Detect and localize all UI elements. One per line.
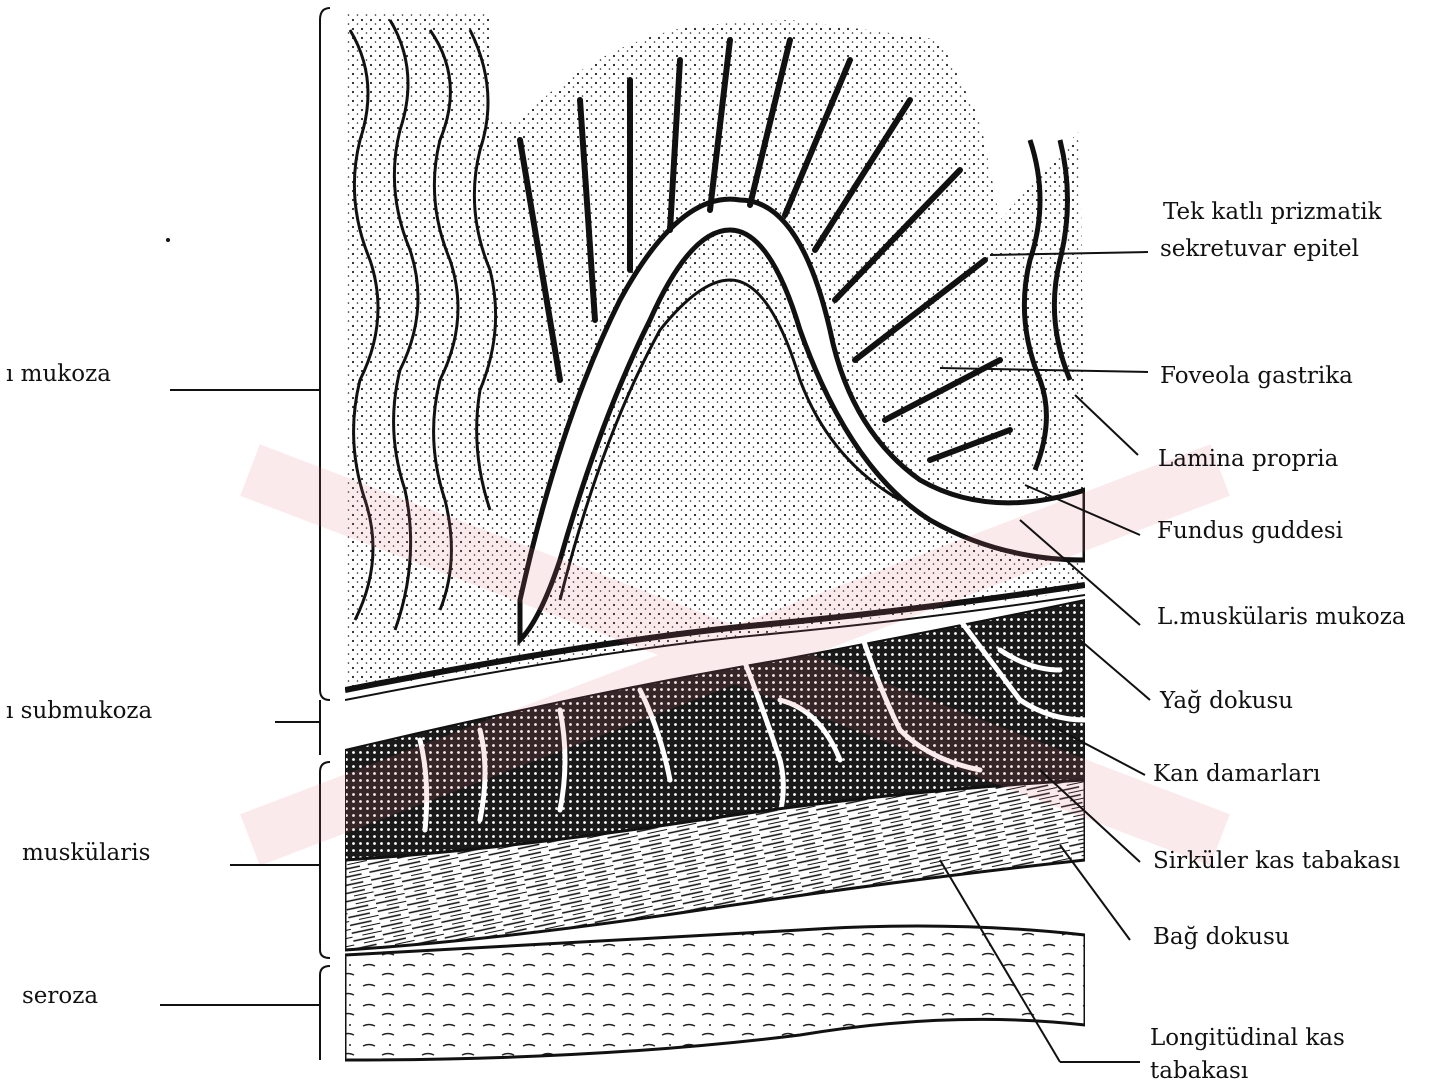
label-lamina-propria: Lamina propria: [1158, 448, 1338, 471]
label-epitel-line2: sekretuvar epitel: [1160, 238, 1359, 261]
label-longitudinal-line1: Longitüdinal kas: [1150, 1027, 1345, 1050]
label-foveola-gastrika: Foveola gastrika: [1160, 365, 1353, 388]
label-lmuskularis-mukoza: L.muskülaris mukoza: [1157, 606, 1406, 629]
layer-bracket: [320, 8, 330, 1060]
label-epitel-line1: Tek katlı prizmatik: [1163, 201, 1382, 224]
label-fundus-guddesi: Fundus guddesi: [1157, 520, 1343, 543]
label-sirkuler-kas: Sirküler kas tabakası: [1153, 850, 1400, 873]
label-mukoza: ı mukoza: [6, 363, 111, 386]
label-longitudinal-line2: tabakası: [1150, 1060, 1248, 1083]
label-kan-damarlari: Kan damarları: [1153, 763, 1320, 786]
label-seroza: seroza: [22, 985, 98, 1008]
label-bag-dokusu: Bağ dokusu: [1153, 926, 1290, 949]
serosa: [345, 926, 1085, 1060]
label-submukoza: ı submukoza: [6, 700, 152, 723]
label-muskularis: muskülaris: [22, 842, 150, 865]
label-yag-dokusu: Yağ dokusu: [1160, 690, 1293, 713]
